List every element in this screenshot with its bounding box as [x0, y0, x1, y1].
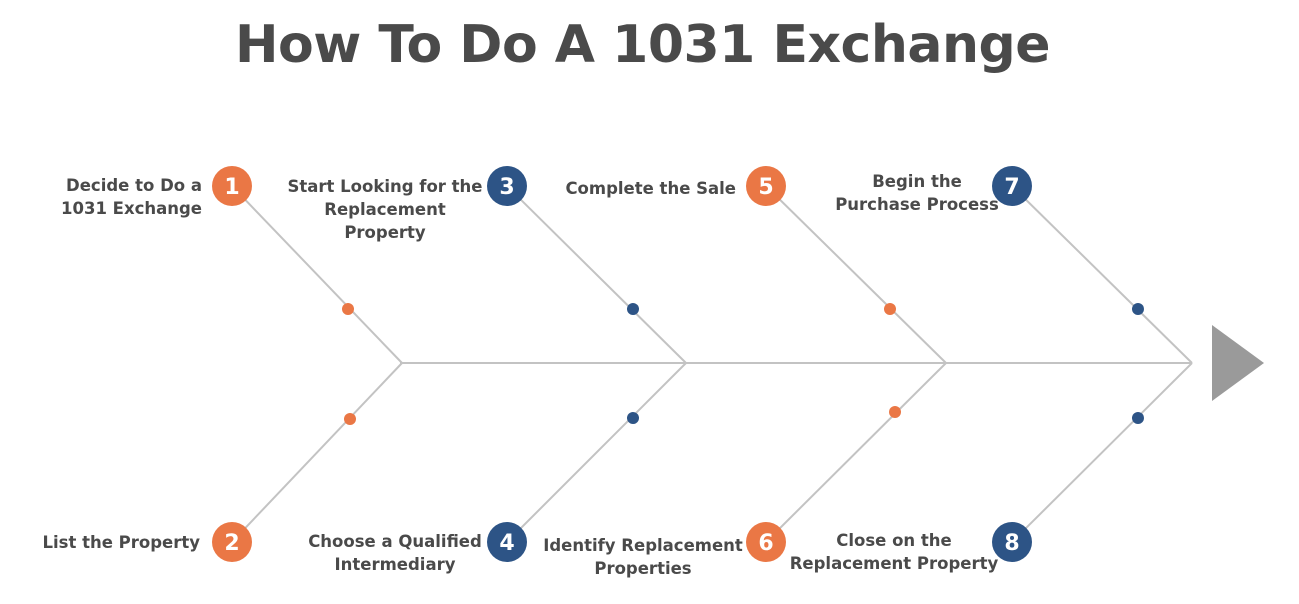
bone-dot-8: [1132, 412, 1144, 424]
step-badge-1: 1: [212, 166, 252, 206]
step-number-5: 5: [758, 175, 773, 200]
step-number-3: 3: [499, 175, 514, 200]
step-number-7: 7: [1004, 175, 1019, 200]
bone-5: [765, 185, 947, 364]
bone-7: [1011, 185, 1193, 364]
page-title: How To Do A 1031 Exchange: [235, 15, 1050, 75]
bone-6: [765, 362, 947, 543]
step-badge-8: 8: [992, 522, 1032, 562]
step-label-6: Identify Replacement Properties: [543, 536, 743, 578]
step-label-5: Complete the Sale: [565, 179, 736, 198]
step-label-4: Choose a Qualified Intermediary: [308, 532, 482, 574]
bone-4: [506, 362, 687, 543]
step-number-8: 8: [1004, 531, 1019, 556]
bone-2: [231, 362, 403, 543]
step-number-1: 1: [224, 175, 239, 200]
step-label-3: Start Looking for the Replacement Proper…: [287, 177, 483, 242]
bone-8: [1011, 362, 1193, 543]
step-badge-5: 5: [746, 166, 786, 206]
bone-dot-2: [344, 413, 356, 425]
step-number-4: 4: [499, 531, 514, 556]
bone-dot-3: [627, 303, 639, 315]
bone-3: [506, 185, 687, 364]
bone-dot-7: [1132, 303, 1144, 315]
step-label-1: Decide to Do a 1031 Exchange: [61, 176, 202, 218]
bone-1: [231, 185, 403, 364]
bone-dot-4: [627, 412, 639, 424]
step-label-2: List the Property: [42, 533, 200, 552]
step-badge-6: 6: [746, 522, 786, 562]
step-badge-2: 2: [212, 522, 252, 562]
bone-dot-5: [884, 303, 896, 315]
step-label-8: Close on the Replacement Property: [789, 531, 999, 573]
step-badge-7: 7: [992, 166, 1032, 206]
bone-dot-1: [342, 303, 354, 315]
step-number-6: 6: [758, 531, 773, 556]
step-label-7: Begin the Purchase Process: [835, 172, 999, 214]
bone-dot-6: [889, 406, 901, 418]
arrow-head: [1212, 325, 1264, 401]
step-number-2: 2: [224, 531, 239, 556]
step-badge-3: 3: [487, 166, 527, 206]
step-badge-4: 4: [487, 522, 527, 562]
